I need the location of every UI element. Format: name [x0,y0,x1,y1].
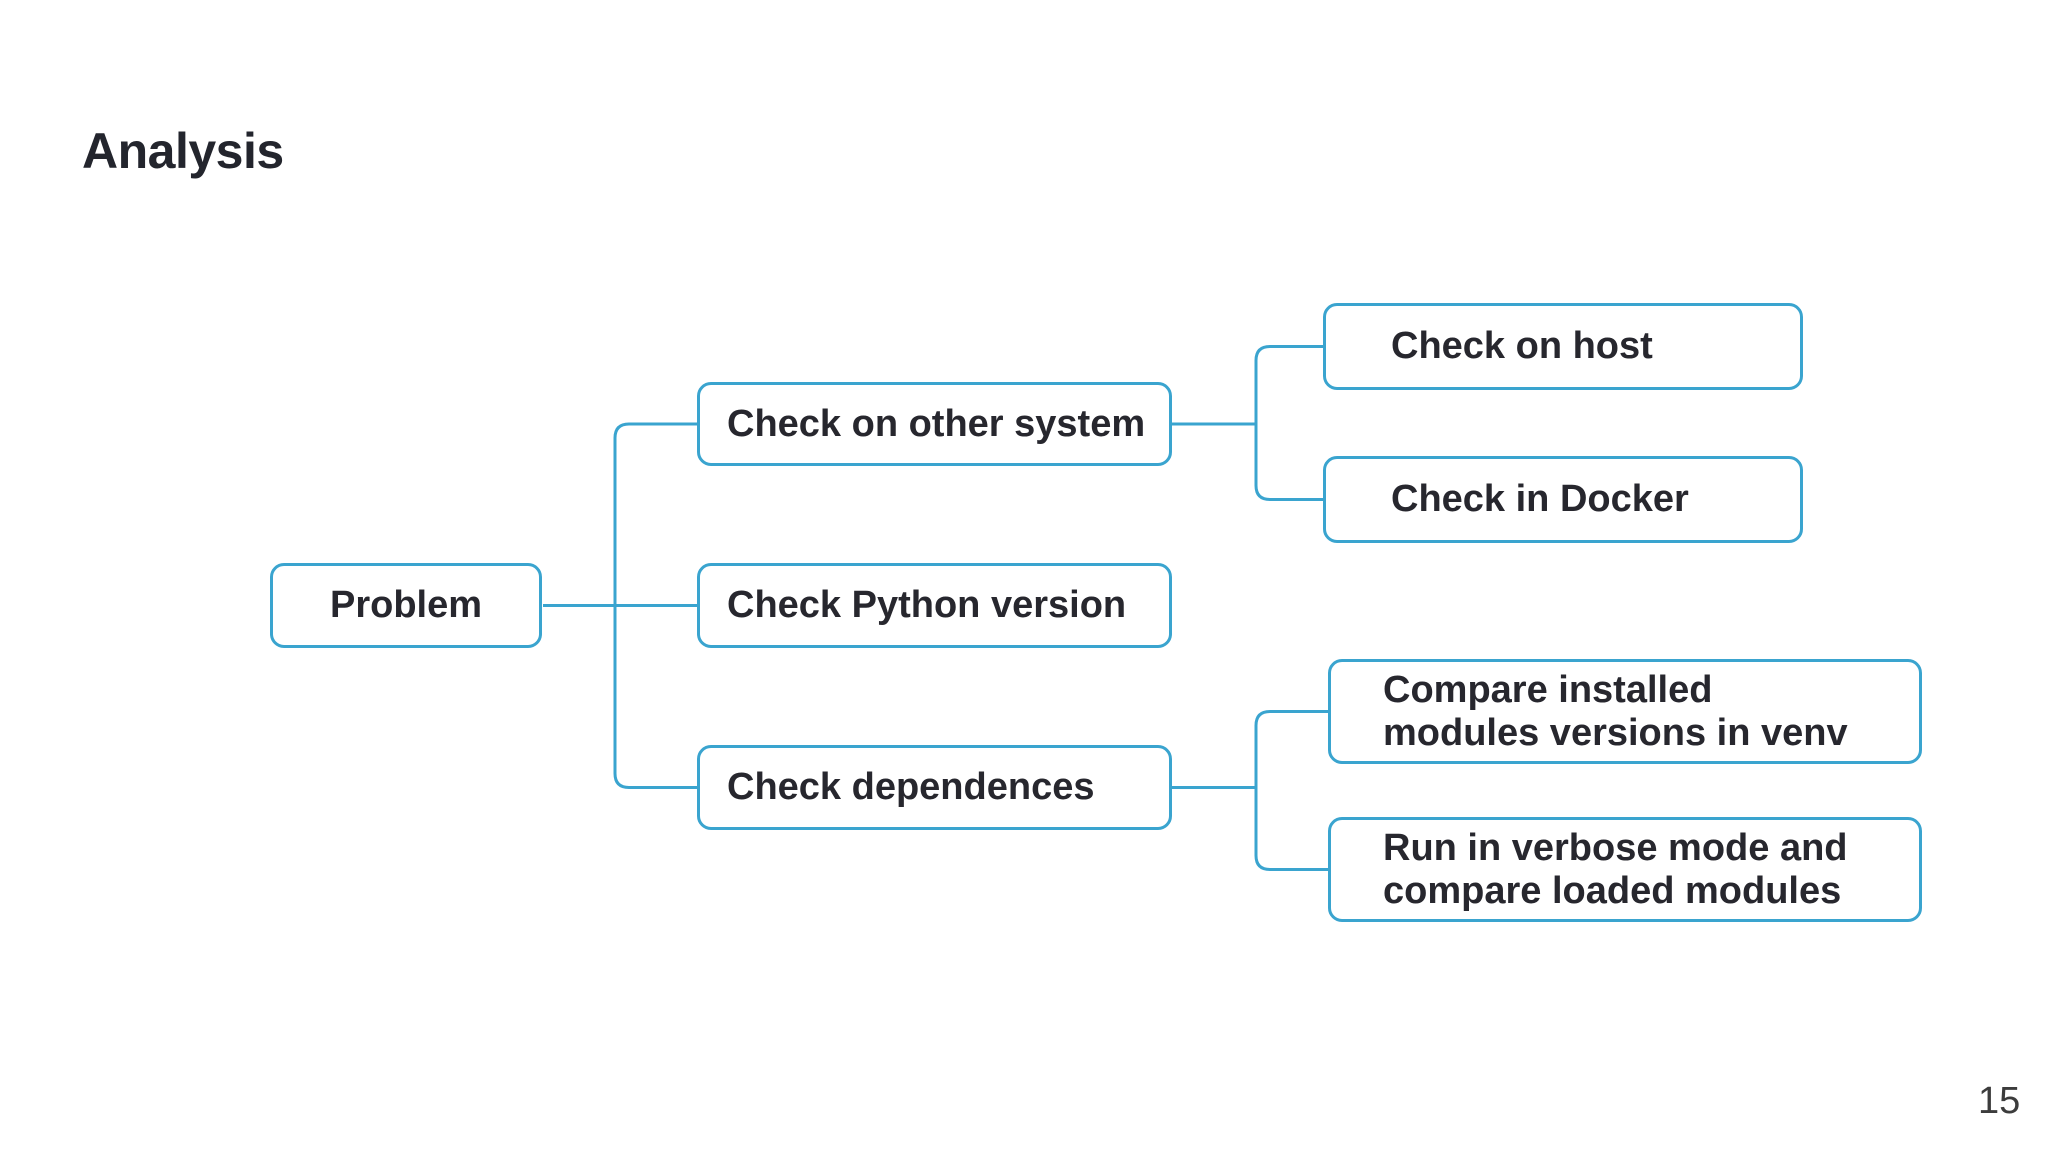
connector-sys-bracket [1254,345,1323,501]
node-check-dependences: Check dependences [697,745,1172,830]
node-check-on-other-system: Check on other system [697,382,1172,466]
node-compare-installed-modules: Compare installed modules versions in ve… [1328,659,1922,764]
node-compare-installed-modules-label: Compare installed modules versions in ve… [1383,668,1848,754]
node-run-verbose-mode-label: Run in verbose mode and compare loaded m… [1383,826,1848,912]
page-title: Analysis [82,123,284,179]
node-check-in-docker-label: Check in Docker [1391,478,1689,521]
connector-trunk-bracket [613,422,697,789]
connector-dep-bracket [1254,710,1328,871]
node-check-on-other-system-label: Check on other system [727,402,1146,445]
node-check-dependences-label: Check dependences [727,766,1095,809]
node-problem: Problem [270,563,542,648]
node-check-on-host: Check on host [1323,303,1803,390]
node-check-python-version-label: Check Python version [727,584,1127,627]
page-number: 15 [1978,1080,2021,1122]
node-check-on-host-label: Check on host [1391,325,1653,368]
node-run-verbose-mode: Run in verbose mode and compare loaded m… [1328,817,1922,922]
node-check-in-docker: Check in Docker [1323,456,1803,543]
node-check-python-version: Check Python version [697,563,1172,648]
node-problem-label: Problem [329,584,483,627]
